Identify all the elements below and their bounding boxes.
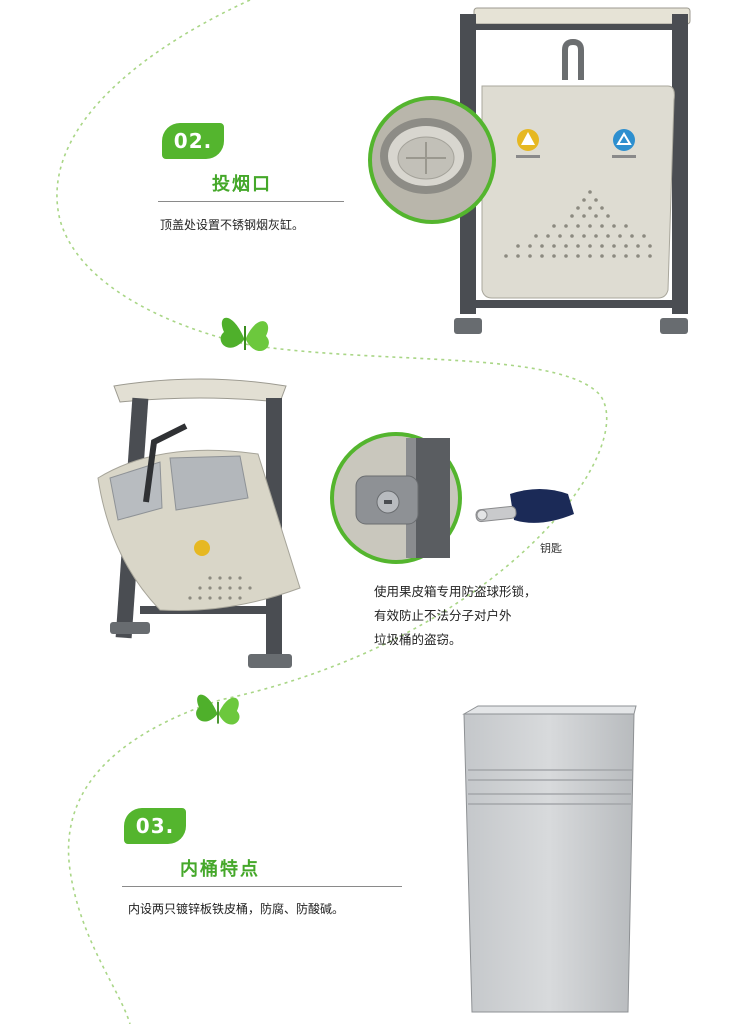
ashtray-zoom-image [368, 96, 496, 224]
bin-closed-image [454, 7, 691, 334]
section-badge-02: 02. [162, 123, 224, 159]
section-desc-smoke-port: 顶盖处设置不锈钢烟灰缸。 [160, 218, 305, 232]
lock-zoom-image [330, 432, 462, 564]
butterfly-icon [196, 694, 240, 725]
section-divider [158, 201, 344, 202]
lock-desc-line-2: 有效防止不法分子对户外 [374, 608, 512, 623]
section-title-inner-bin: 内桶特点 [180, 859, 260, 880]
butterfly-icon [220, 317, 269, 352]
key-label: 钥匙 [540, 542, 562, 555]
section-desc-inner-bin: 内设两只镀锌板铁皮桶，防腐、防酸碱。 [128, 902, 345, 916]
key-image [475, 489, 574, 523]
bin-open-image [97, 378, 301, 668]
lock-desc-line-3: 垃圾桶的盗窃。 [374, 632, 462, 647]
section-divider [122, 886, 402, 887]
section-title-smoke-port: 投烟口 [212, 174, 272, 195]
section-badge-03: 03. [124, 808, 186, 844]
recycle-icon [612, 129, 636, 158]
non-recyclable-icon [516, 129, 540, 158]
inner-bin-image [462, 705, 637, 1013]
lock-desc-line-1: 使用果皮箱专用防盗球形锁， [374, 584, 537, 599]
